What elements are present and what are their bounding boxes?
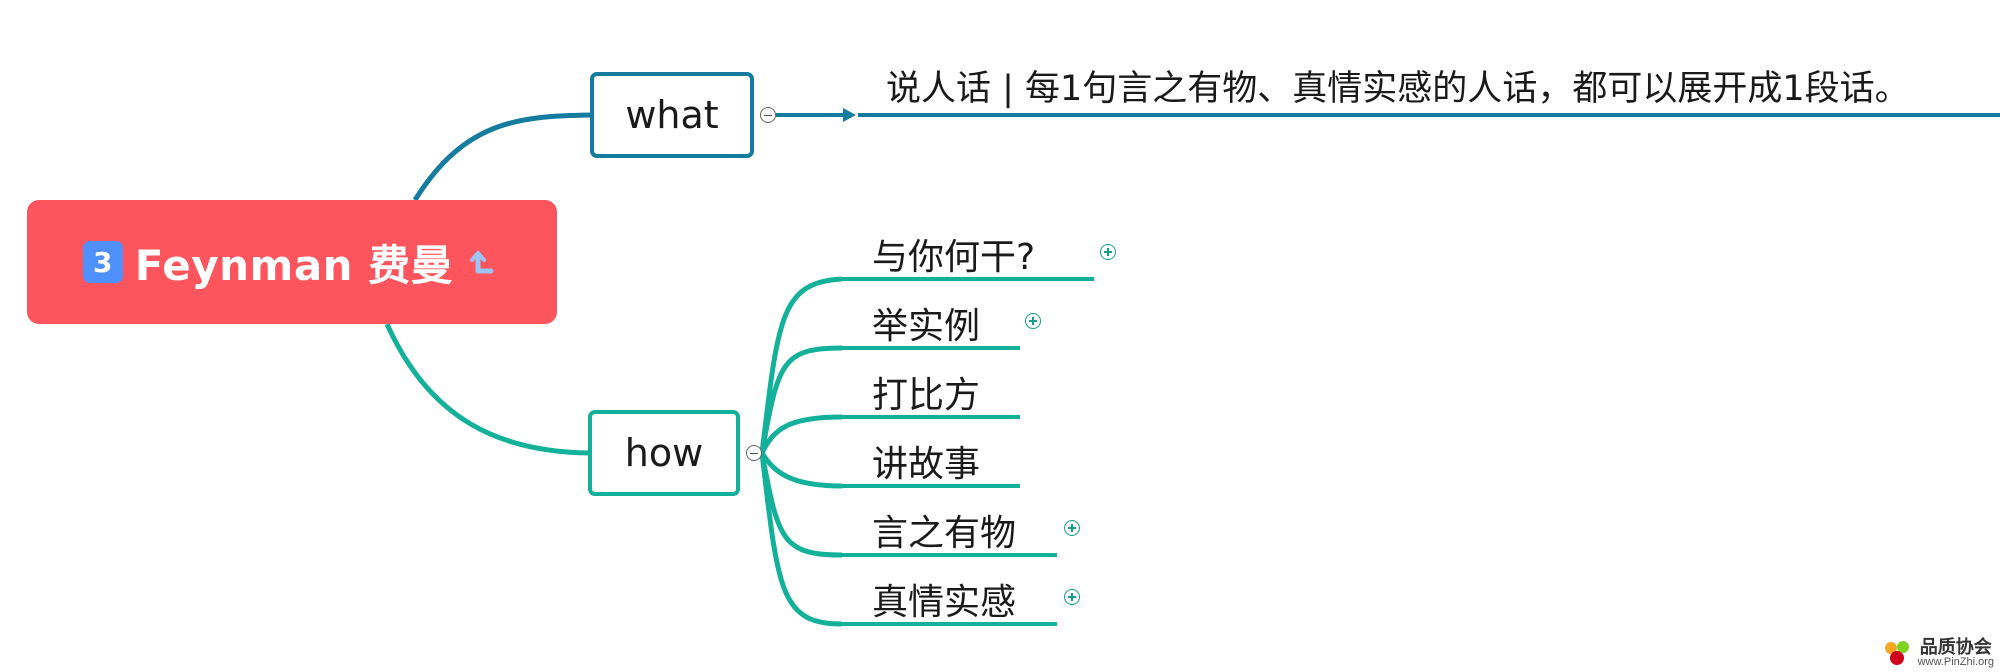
- watermark-url: www.PinZhi.org: [1917, 655, 1994, 668]
- watermark-logo-icon: [1884, 641, 1909, 665]
- topic-how[interactable]: how: [588, 410, 740, 496]
- how-leaf-topic-3[interactable]: 打比方: [872, 375, 981, 416]
- priority-badge: 3: [82, 241, 123, 283]
- refresh-icon[interactable]: [467, 245, 501, 279]
- how-leaf-topic-4[interactable]: 讲故事: [872, 444, 981, 485]
- topic-how-label: how: [624, 431, 704, 475]
- what-leaf-topic[interactable]: 说人话 | 每1句言之有物、真情实感的人话，都可以展开成1段话。: [886, 69, 1910, 109]
- collapse-what-button[interactable]: [760, 107, 776, 123]
- expand-button-2[interactable]: [1025, 313, 1041, 329]
- how-leaf-topic-2[interactable]: 举实例: [872, 306, 981, 347]
- expand-button-1[interactable]: [1100, 244, 1116, 260]
- watermark: 品质协会 www.PinZhi.org: [1882, 638, 1994, 668]
- watermark-name: 品质协会: [1919, 636, 1992, 658]
- root-to-what-connector: [412, 112, 593, 202]
- how-child-connectors: [759, 276, 843, 627]
- root-to-how-connector: [384, 322, 591, 456]
- root-topic-title: Feynman 费曼: [134, 240, 454, 290]
- expand-button-6[interactable]: [1064, 589, 1080, 605]
- how-leaf-topic-1[interactable]: 与你何干?: [872, 237, 1036, 278]
- how-leaf-topic-5[interactable]: 言之有物: [872, 513, 1017, 554]
- topic-what[interactable]: what: [590, 72, 754, 158]
- how-child-underlines: [842, 277, 1094, 626]
- collapse-how-button[interactable]: [746, 445, 762, 461]
- root-topic[interactable]: 3 Feynman 费曼: [27, 200, 557, 324]
- topic-what-label: what: [625, 93, 719, 137]
- expand-button-5[interactable]: [1064, 520, 1080, 536]
- arrowhead-icon: [843, 108, 856, 122]
- how-leaf-topic-6[interactable]: 真情实感: [872, 582, 1017, 623]
